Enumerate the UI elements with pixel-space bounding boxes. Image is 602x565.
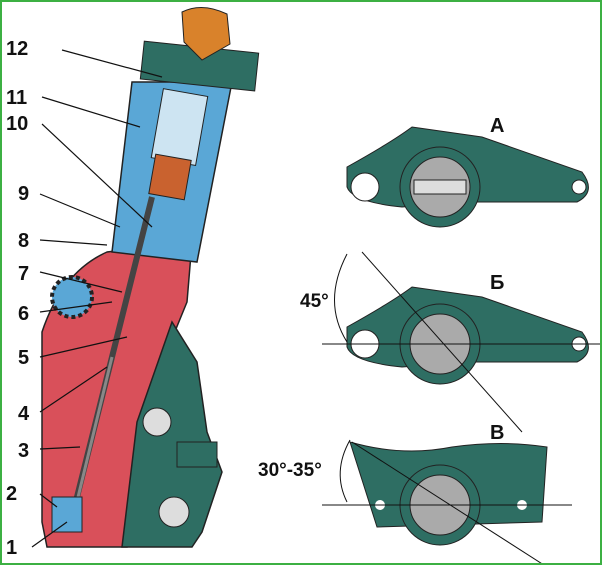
callout-5: 5 bbox=[18, 347, 29, 369]
view-a-label: А bbox=[490, 115, 504, 137]
key-icon bbox=[181, 7, 231, 61]
angle-45-label: 45° bbox=[300, 291, 329, 312]
callout-2: 2 bbox=[6, 483, 17, 505]
cylinder-spring bbox=[148, 153, 192, 201]
callout-8: 8 bbox=[18, 230, 29, 252]
angle-30-35-label: 30°-35° bbox=[258, 460, 322, 481]
view-a bbox=[346, 126, 589, 228]
view-b bbox=[322, 251, 600, 433]
view-v-label: В bbox=[490, 422, 504, 444]
leader-lines bbox=[31, 49, 163, 548]
view-b-label: Б bbox=[490, 272, 504, 294]
bolt bbox=[158, 496, 190, 528]
callout-7: 7 bbox=[18, 263, 29, 285]
gear bbox=[50, 275, 94, 319]
callout-12: 12 bbox=[6, 38, 28, 60]
callout-10: 10 bbox=[6, 113, 28, 135]
switch-contact-group bbox=[51, 496, 83, 533]
bracket-plate bbox=[176, 441, 218, 468]
callout-3: 3 bbox=[18, 440, 29, 462]
callout-4: 4 bbox=[18, 403, 30, 425]
callout-1: 1 bbox=[6, 537, 17, 559]
bolt bbox=[142, 407, 172, 437]
callout-9: 9 bbox=[18, 183, 29, 205]
view-v bbox=[322, 439, 572, 563]
callout-6: 6 bbox=[18, 303, 29, 325]
column-bracket bbox=[121, 320, 223, 548]
callout-11: 11 bbox=[6, 87, 27, 109]
rod bbox=[70, 356, 114, 523]
